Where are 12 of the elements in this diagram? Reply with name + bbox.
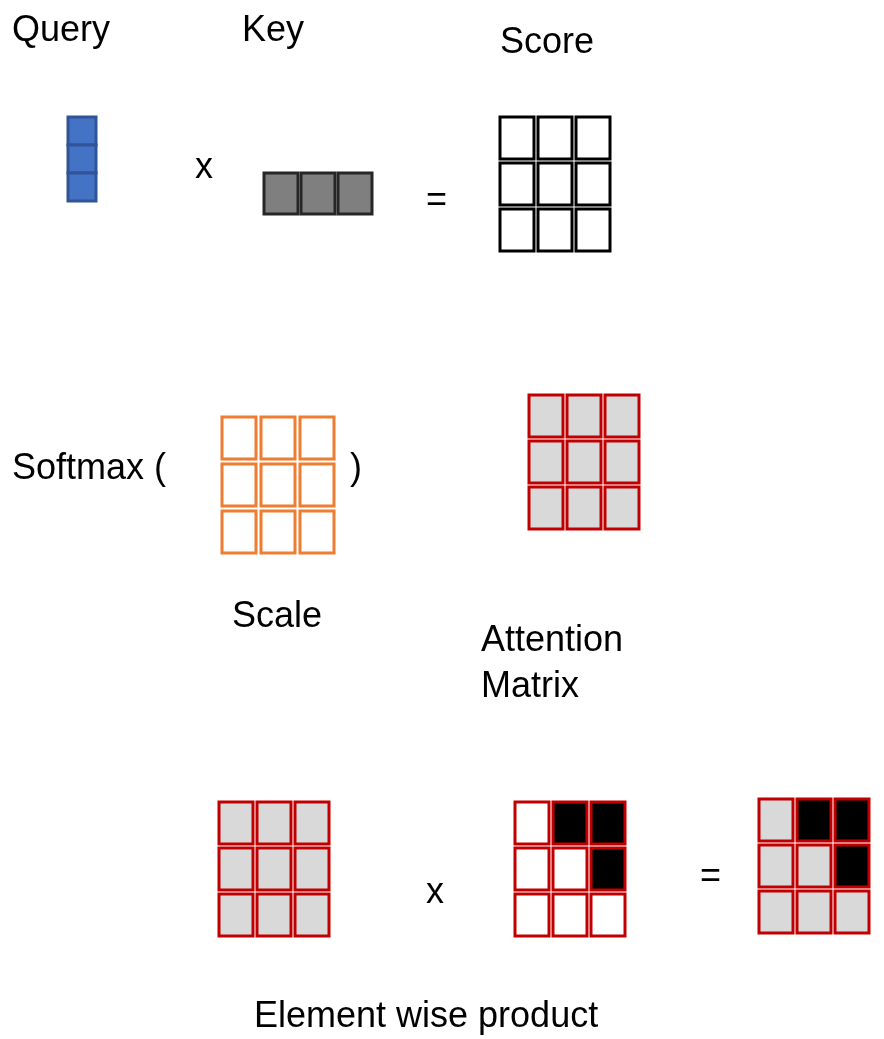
label-text: Query	[12, 7, 111, 51]
label-text: x	[195, 144, 213, 188]
label-text: =	[426, 177, 448, 221]
label-text: Element wise product	[254, 993, 599, 1037]
label-text: )	[350, 445, 362, 489]
label-text: Score	[500, 19, 595, 63]
label-text: x	[426, 869, 444, 913]
label-text: Attention Matrix	[481, 617, 625, 707]
label-text: Scale	[232, 593, 323, 637]
label-text: Key	[242, 7, 305, 51]
label-text: =	[700, 853, 722, 897]
label-text: Softmax (	[12, 445, 167, 489]
